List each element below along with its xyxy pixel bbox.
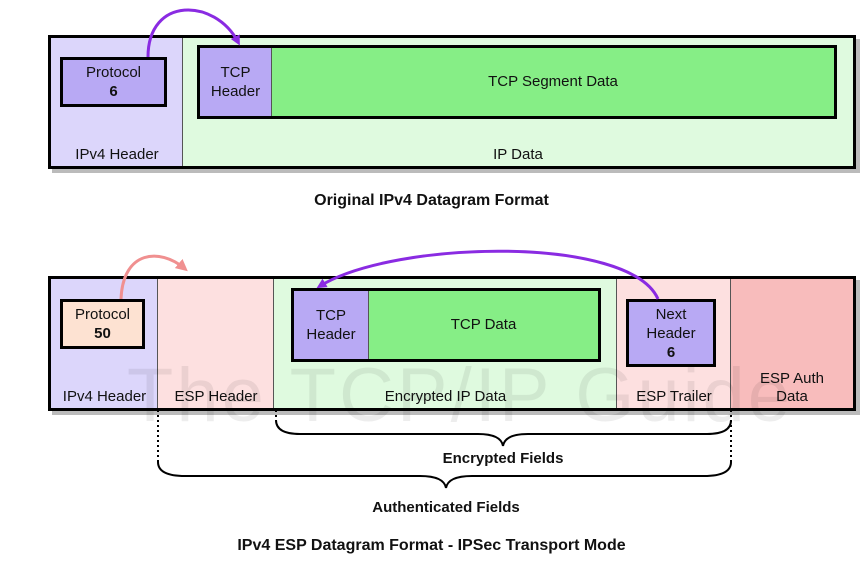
bottom-caption: IPv4 ESP Datagram Format - IPSec Transpo… [237,537,626,554]
authenticated-fields-label: Authenticated Fields [372,499,520,516]
esp-auth-data-label: ESP Auth Data [731,370,853,406]
bottom-protocol-arrow [119,254,188,300]
top-ipv4-header-label: IPv4 Header [75,146,159,163]
watermark: The TCP/IP Guide [126,353,794,438]
esp-auth-data-field [731,279,853,408]
top-protocol-arrow [146,8,240,58]
top-tcp-segment [197,45,837,119]
top-protocol-box: Protocol 6 [60,57,167,107]
top-protocol-value: 6 [109,83,118,100]
encrypted-fields-brace [275,419,732,447]
encrypted-fields-label: Encrypted Fields [442,450,564,467]
encrypted-ip-data-label: Encrypted IP Data [384,388,507,405]
esp-trailer-label: ESP Trailer [636,388,712,405]
bottom-tcp-header-line1: TCP [316,307,346,324]
esp-auth-line2: Data [776,388,808,405]
next-header-arrow [316,249,660,300]
bottom-tcp-header-line2: Header [306,326,356,343]
next-header-box: Next Header 6 [626,299,716,367]
tcp-data-label: TCP Data [450,316,517,333]
top-tcp-header-line2: Header [210,83,261,100]
top-caption: Original IPv4 Datagram Format [314,192,549,209]
bottom-protocol-box: Protocol 50 [60,299,145,349]
top-tcp-header-line1: TCP [220,64,251,81]
bottom-protocol-value: 50 [94,325,111,342]
esp-header-field [158,279,274,408]
authenticated-fields-brace [157,461,732,489]
next-header-line1: Next [655,305,687,323]
esp-auth-line1: ESP Auth [760,370,824,387]
top-tcp-segment-data-label: TCP Segment Data [488,73,618,90]
bottom-ipv4-header-label: IPv4 Header [62,388,147,405]
top-tcp-header-field: TCP Header [200,48,272,116]
next-header-line2: Header [646,324,696,342]
next-header-value: 6 [666,343,676,361]
top-protocol-label: Protocol [85,64,142,81]
bottom-protocol-label: Protocol [74,306,131,323]
esp-header-label: ESP Header [174,388,258,405]
top-ip-data-label: IP Data [493,146,543,163]
bottom-tcp-header-field: TCP Header [294,291,369,359]
